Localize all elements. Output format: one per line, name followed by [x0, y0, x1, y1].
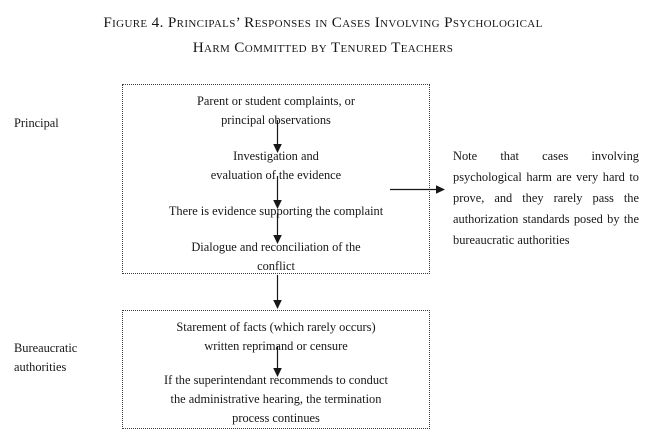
- bureaucratic-flow-box: Starement of facts (which rarely occurs)…: [122, 310, 430, 429]
- step-statement-of-facts: Starement of facts (which rarely occurs)…: [123, 318, 429, 356]
- step-superintendant-line-3: process continues: [232, 411, 320, 425]
- arrow-down-icon-investigation-to-evidence: [272, 176, 283, 210]
- row-label-bureaucratic-line-2: authorities: [14, 360, 67, 374]
- step-superintendant-line-2: the administrative hearing, the terminat…: [170, 392, 382, 406]
- step-superintendant-line-1: If the superintendant recommends to cond…: [164, 373, 388, 387]
- step-superintendant-recommends: If the superintendant recommends to cond…: [123, 371, 429, 428]
- step-investigation-and-evaluation: Investigation and evaluation of the evid…: [123, 147, 429, 185]
- principal-flow-box: Parent or student complaints, or princip…: [122, 84, 430, 274]
- arrow-down-icon-statement-to-superintendant: [272, 346, 283, 378]
- step-investigation-line-2: evaluation of the evidence: [210, 168, 342, 182]
- arrow-down-icon-evidence-to-dialogue: [272, 213, 283, 245]
- row-label-bureaucratic-line-1: Bureaucratic: [14, 341, 78, 355]
- step-dialogue-and-reconciliation: Dialogue and reconciliation of the confl…: [123, 238, 429, 276]
- step-there-is-evidence-supporting: There is evidence supporting the complai…: [123, 202, 429, 221]
- arrow-down-icon-complaints-to-investigation: [272, 120, 283, 154]
- step-complaints-line-2: principal observations: [221, 113, 331, 127]
- step-investigation-line-1: Investigation and: [233, 149, 319, 163]
- row-label-bureaucratic: Bureaucratic authorities: [14, 339, 119, 377]
- arrow-down-icon-principal-to-bureaucratic: [272, 275, 283, 310]
- step-dialogue-line-1: Dialogue and reconciliation of the: [191, 240, 361, 254]
- step-dialogue-line-2: conflict: [257, 259, 295, 273]
- step-statement-line-1: Starement of facts (which rarely occurs): [176, 320, 376, 334]
- row-label-principal: Principal: [14, 114, 114, 133]
- step-complaints-line-1: Parent or student complaints, or: [197, 94, 355, 108]
- figure-title: Figure 4. Principals’ Responses in Cases…: [0, 10, 646, 60]
- row-label-principal-text: Principal: [14, 116, 59, 130]
- figure-title-line-1: Figure 4. Principals’ Responses in Cases…: [103, 14, 543, 31]
- step-evidence-line-1: There is evidence supporting the complai…: [168, 204, 384, 218]
- step-parent-or-student-complaints: Parent or student complaints, or princip…: [123, 92, 429, 130]
- step-statement-line-2: written reprimand or censure: [204, 339, 348, 353]
- figure-title-line-2: Harm Committed by Tenured Teachers: [192, 39, 454, 56]
- arrow-right-icon-principal-to-side-note: [390, 184, 446, 195]
- side-note-text: Note that cases involving psychological …: [453, 149, 639, 247]
